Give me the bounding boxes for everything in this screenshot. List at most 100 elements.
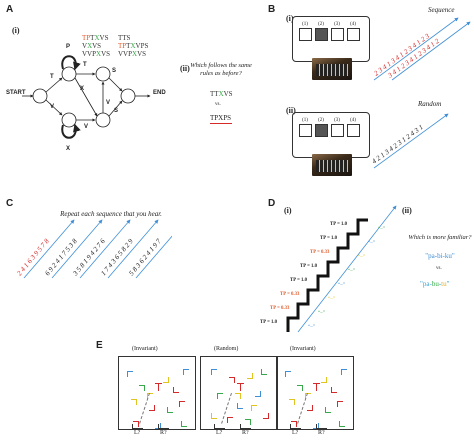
response-box-label: (4)	[350, 118, 356, 123]
l-shape-distractor	[127, 371, 133, 377]
response-box-square	[346, 28, 360, 41]
node-start	[32, 88, 48, 104]
l-shape-distractor	[305, 393, 311, 399]
sequence-arrow	[107, 219, 159, 279]
label-v3: V	[106, 100, 111, 106]
response-option: R?	[318, 430, 325, 436]
transition-probability-label: TP = 0.33	[270, 306, 290, 311]
l-shape-distractor	[131, 399, 137, 405]
syllable-mark: “–”	[338, 282, 345, 288]
panel-a-sub-ii: (ii)	[180, 64, 190, 73]
response-box-square	[314, 124, 328, 137]
word-token: -	[438, 280, 442, 288]
panel-a-option-2-underline	[210, 123, 232, 124]
example-token: VPS	[135, 42, 149, 50]
l-shape-distractor	[331, 387, 337, 393]
transition-probability-label: TP = 1.0	[290, 278, 307, 283]
example-token: VVP	[118, 50, 133, 58]
example-token: X	[87, 42, 93, 50]
l-shape-distractor	[181, 421, 187, 427]
response-box-label: (1)	[302, 118, 308, 123]
transition-probability-label: TP = 1.0	[300, 264, 317, 269]
example-string: TPTXVS	[82, 34, 110, 42]
search-display	[118, 356, 196, 430]
response-option: L?	[292, 430, 299, 436]
panel-a-sub-i: (i)	[12, 26, 20, 35]
panel-b-label-sequence: Sequence	[428, 6, 455, 14]
l-shape-distractor	[139, 385, 145, 391]
panel-b-keyboard-image-2	[312, 154, 352, 176]
panel-d-word-1: "pa-bi-ku"	[425, 252, 455, 260]
transition-probability-label: TP = 0.33	[280, 292, 300, 297]
panel-a-option-1: TTXVS	[210, 90, 233, 98]
panel-d-question: Which is more familiar?	[408, 234, 472, 241]
l-shape-distractor	[149, 405, 155, 411]
syllable-mark: “–”	[308, 324, 315, 330]
example-token: TP	[82, 34, 91, 42]
word-token: tu	[441, 280, 447, 288]
display-title: (Random)	[214, 346, 239, 352]
panel-b-box-row-1: (1)(2)(3)(4)	[298, 22, 364, 44]
response-box: (1)	[298, 118, 312, 137]
label-x2: X	[66, 146, 71, 152]
example-token: X	[94, 34, 100, 42]
word-token: -	[429, 280, 432, 288]
panel-b-keyboard-image-1	[312, 58, 352, 80]
panel-d-sub-ii: (ii)	[402, 206, 412, 215]
node-end	[120, 88, 136, 104]
label-s2: S	[114, 108, 119, 114]
l-shape-distractor	[289, 399, 295, 405]
label-t2: T	[83, 62, 87, 68]
example-token: T	[126, 42, 131, 50]
search-display	[276, 356, 354, 430]
panel-a-vs: vs.	[215, 102, 221, 107]
panel-b-label-random: Random	[418, 100, 442, 108]
response-option: R?	[160, 430, 167, 436]
example-token: VS	[101, 50, 111, 58]
l-shape-distractor	[147, 393, 153, 399]
rand-digits-stream: 4 2 1 3 4 2 3 1 2 4 3 1	[372, 123, 425, 165]
syllable-mark: “–”	[358, 254, 365, 260]
display-title: (Invariant)	[290, 346, 316, 352]
option-token: TT	[210, 90, 219, 98]
word-token: "	[420, 280, 423, 288]
l-shape-distractor	[167, 407, 173, 413]
panel-c-sequences: 2 4 1 6 3 9 5 7 86 9 2 4 1 7 5 3 83 5 8 …	[15, 219, 172, 279]
l-shape-distractor	[211, 413, 217, 419]
l-shape-distractor	[163, 377, 169, 383]
l-shape-distractor	[211, 369, 217, 375]
panel-b-sequence-streams: 2 3 4 1 3 4 1 2 3 4 1 2 3 3 4 1 2 3 4 1 …	[372, 17, 471, 169]
response-box-square	[346, 124, 360, 137]
word-token: "	[446, 280, 450, 288]
example-string: VVPXVS	[82, 50, 110, 58]
response-box: (2)	[314, 22, 328, 41]
response-tick	[316, 424, 327, 429]
response-box-label: (3)	[334, 118, 340, 123]
example-token: X	[130, 42, 136, 50]
response-box: (3)	[330, 22, 344, 41]
transition-probability-label: TP = 1.0	[260, 320, 277, 325]
sequence-arrow	[135, 235, 172, 279]
word-token: bu	[431, 280, 439, 288]
l-shape-distractor	[307, 405, 313, 411]
example-token: VS	[137, 50, 147, 58]
panel-a-question: Which follows the same rules as before?	[190, 62, 252, 77]
label-s1: S	[112, 68, 117, 74]
l-shape-distractor	[321, 377, 327, 383]
response-box-label: (3)	[334, 22, 340, 27]
response-box: (2)	[314, 118, 328, 137]
response-box-label: (4)	[350, 22, 356, 27]
label-p: P	[66, 44, 71, 50]
label-v1: V	[50, 104, 55, 110]
syllable-mark: “–”	[378, 226, 385, 232]
syllable-mark: “–”	[348, 268, 355, 274]
response-tick	[214, 424, 225, 429]
example-string: VVPXVS	[118, 50, 148, 58]
example-string: TPTXVPS	[118, 42, 148, 50]
l-shape-distractor	[235, 393, 241, 399]
label-t1: T	[50, 74, 54, 80]
l-shape-distractor	[285, 371, 291, 377]
label-end: END	[153, 90, 166, 96]
panel-b-letter: B	[268, 4, 276, 15]
t-shape-target	[313, 383, 320, 391]
